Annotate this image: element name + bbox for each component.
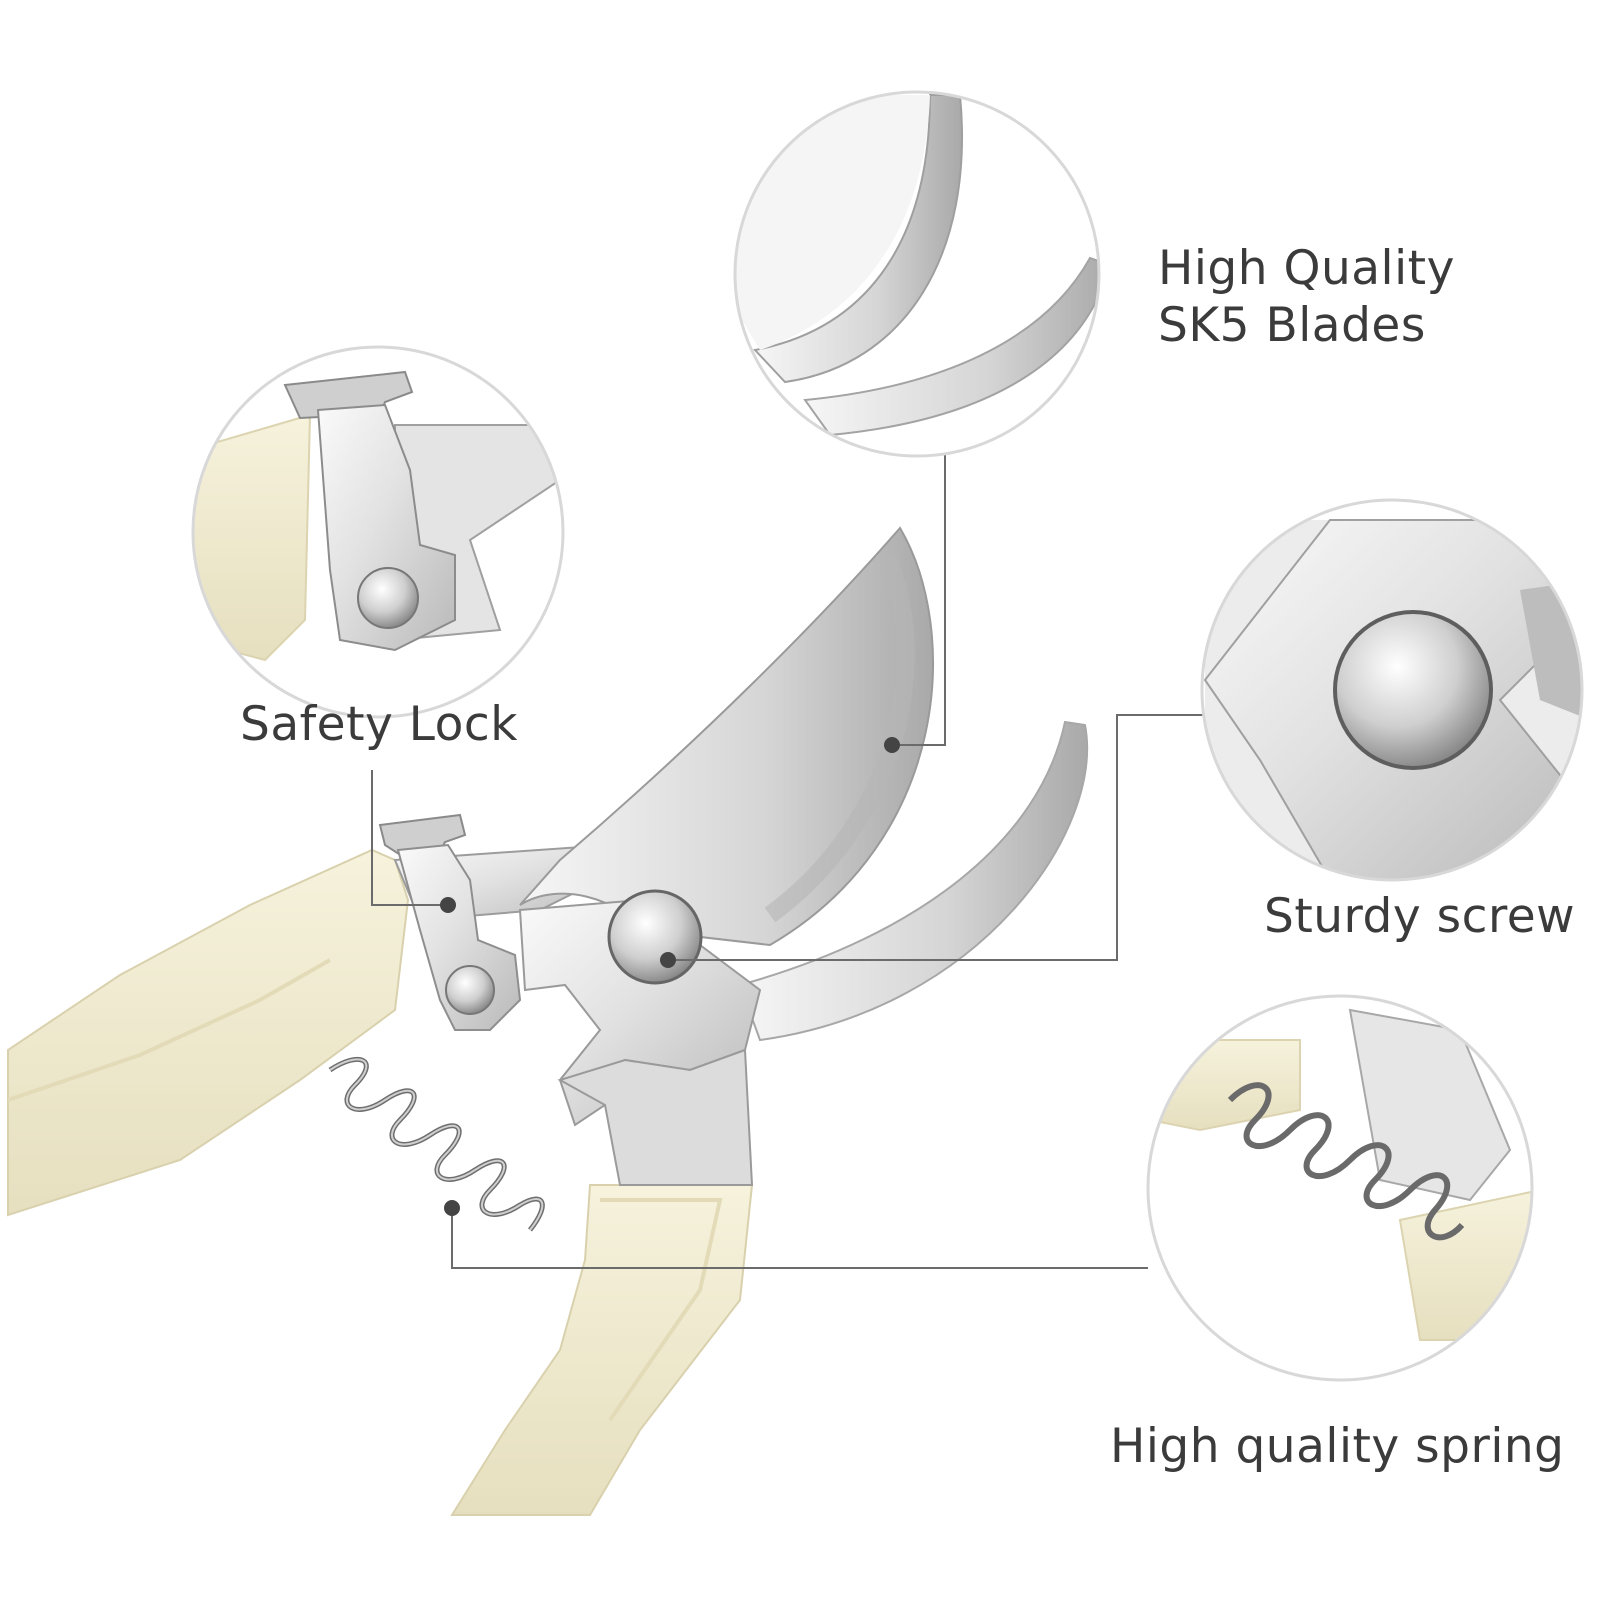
caption-sk5-blades-line1: High Quality: [1158, 241, 1455, 296]
safety-lock: [378, 813, 522, 1031]
pruner: [7, 526, 1089, 1516]
caption-sk5-blades: High Quality SK5 Blades: [1158, 240, 1455, 355]
caption-sturdy-screw: Sturdy screw: [1264, 889, 1576, 944]
pivot-screw: [607, 889, 703, 985]
spring: [328, 1056, 545, 1232]
upper-handle: [7, 848, 410, 1217]
leader-lines: [371, 438, 1210, 1269]
leader-dots: [440, 737, 900, 1216]
zoom-circle-screw: [1200, 498, 1584, 882]
caption-sk5-blades-line2: SK5 Blades: [1158, 298, 1426, 354]
zoom-circle-safety-lock: [191, 345, 565, 719]
zoom-circle-blades: [733, 90, 1101, 458]
caption-quality-spring: High quality spring: [1110, 1419, 1565, 1474]
zoom-circle-spring: [1146, 994, 1534, 1382]
cutting-blade: [519, 526, 934, 947]
lower-handle: [450, 1184, 754, 1516]
caption-safety-lock: Safety Lock: [240, 697, 518, 752]
